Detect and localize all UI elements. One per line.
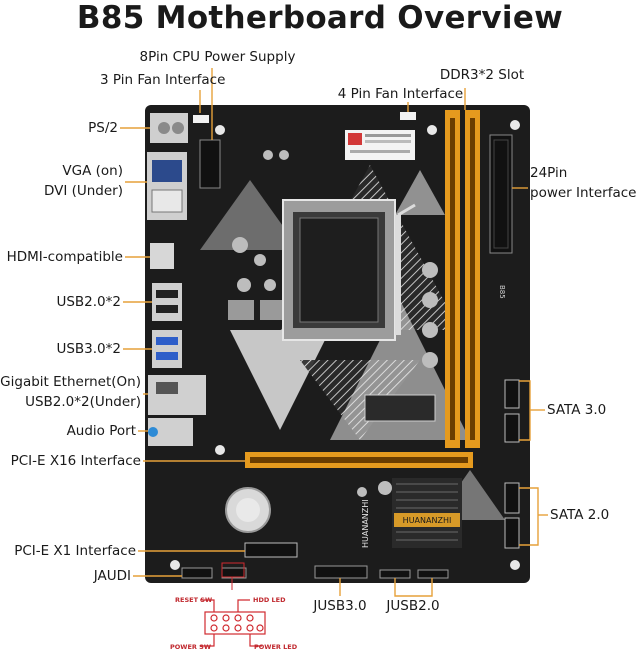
pcie-x16-slot bbox=[245, 452, 473, 468]
label-vga-line1: VGA (on) bbox=[62, 163, 123, 179]
label-jusb3: JUSB3.0 bbox=[313, 598, 367, 614]
fp-reset-sw: RESET SW bbox=[175, 596, 213, 604]
label-audio: Audio Port bbox=[66, 423, 136, 439]
chipset-heatsink bbox=[392, 478, 462, 548]
label-hdmi: HDMI-compatible bbox=[6, 249, 123, 265]
label-pcie16: PCI-E X16 Interface bbox=[10, 453, 141, 469]
label-fan3: 3 Pin Fan Interface bbox=[100, 72, 226, 88]
label-pcie1: PCI-E X1 Interface bbox=[14, 543, 136, 559]
label-cpu-power: 8Pin CPU Power Supply bbox=[139, 49, 296, 65]
fp-hdd-led: HDD LED bbox=[253, 596, 286, 604]
fp-power-sw: POWER SW bbox=[170, 643, 212, 651]
page-title: B85 Motherboard Overview bbox=[76, 0, 564, 36]
label-jusb2: JUSB2.0 bbox=[386, 598, 440, 614]
label-24pin-line1: 24Pin bbox=[530, 165, 568, 181]
label-fan4: 4 Pin Fan Interface bbox=[337, 86, 464, 102]
ddr3-slots bbox=[445, 110, 480, 448]
label-sata2: SATA 2.0 bbox=[550, 507, 610, 523]
label-ps2: PS/2 bbox=[88, 120, 118, 136]
label-ethernet-line1: Gigabit Ethernet(On) bbox=[0, 374, 141, 390]
label-usb3: USB3.0*2 bbox=[56, 341, 121, 357]
rear-io bbox=[147, 113, 206, 446]
power-components bbox=[228, 150, 438, 497]
chipset-brand-text: HUANANZHI bbox=[403, 516, 452, 525]
label-vga-line2: DVI (Under) bbox=[43, 183, 123, 199]
label-24pin-line2: power Interface bbox=[530, 185, 637, 201]
model-mark-text: B85 bbox=[498, 285, 506, 299]
side-brand-text: HUANANZHI bbox=[361, 499, 370, 548]
label-ethernet-line2: USB2.0*2(Under) bbox=[25, 394, 141, 410]
label-sata3: SATA 3.0 bbox=[547, 402, 607, 418]
atx-24pin bbox=[489, 134, 513, 254]
label-jaudi: JAUDI bbox=[93, 568, 131, 584]
cpu-socket bbox=[282, 199, 416, 341]
leader-lines bbox=[120, 68, 548, 597]
front-panel-header bbox=[200, 562, 266, 647]
pcie-x1-slot bbox=[244, 542, 298, 558]
label-usb2: USB2.0*2 bbox=[56, 294, 121, 310]
label-ddr3: DDR3*2 Slot bbox=[439, 67, 525, 83]
fp-power-led: POWER LED bbox=[254, 643, 298, 651]
